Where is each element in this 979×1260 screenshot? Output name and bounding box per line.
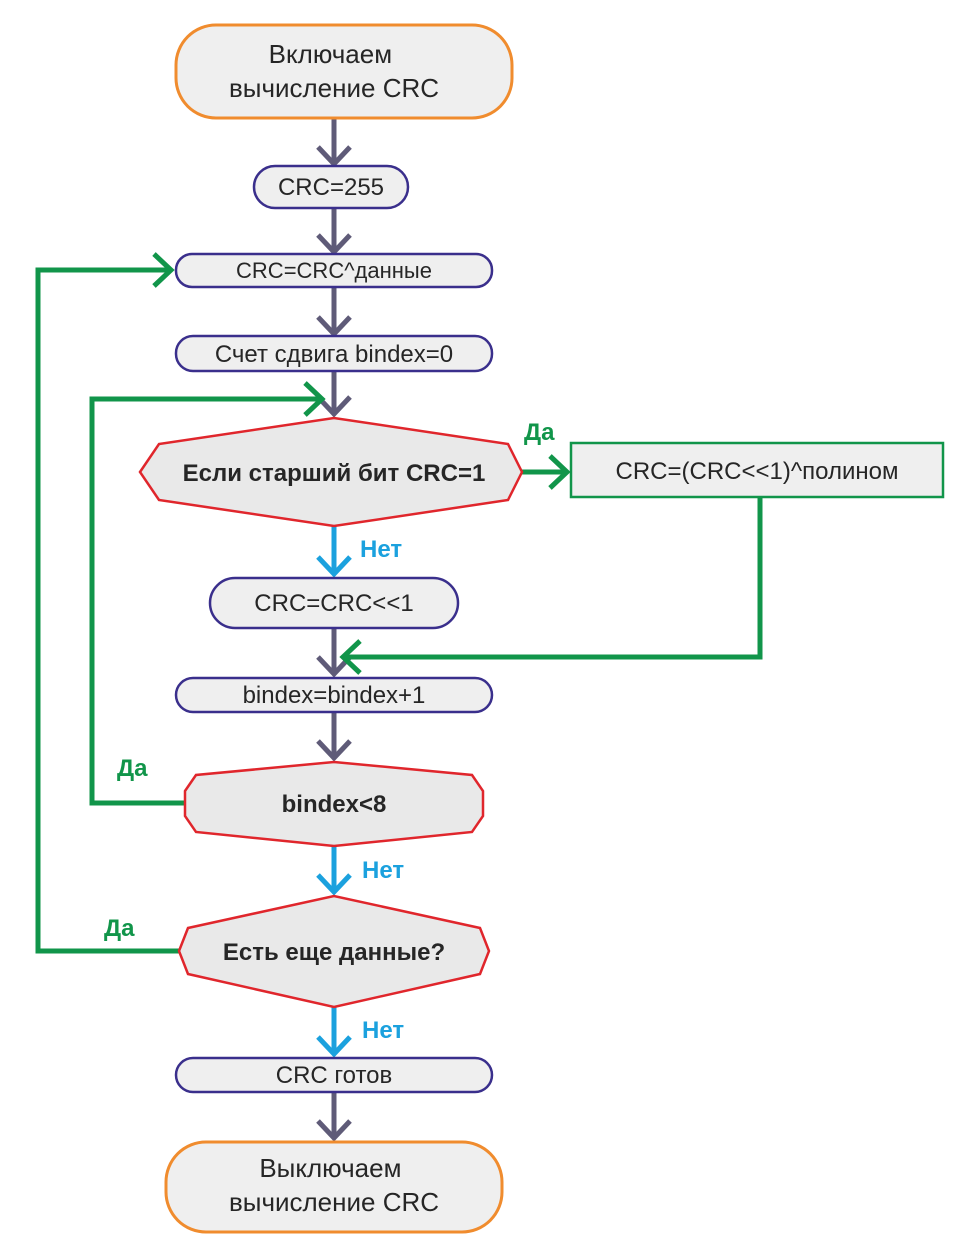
arrow-init-to-xor <box>316 208 352 256</box>
arrow-yes-more-data-loop <box>35 252 179 954</box>
arrow-no-msb <box>316 526 352 578</box>
yes-more-data-label: Да <box>104 915 135 942</box>
start-label: Включаем вычисление CRC <box>229 39 439 103</box>
check-msb-decision: Если старший бит CRC=1 <box>138 416 524 528</box>
arrow-start-to-init <box>316 118 352 168</box>
main-flow-arrows <box>316 118 352 1142</box>
shift-only-label: CRC=CRC<<1 <box>254 590 413 617</box>
crc-ready-process: CRC готов <box>174 1056 494 1094</box>
arrow-poly-return <box>339 497 763 675</box>
arrow-no-bindex <box>316 846 352 896</box>
yes-msb-label: Да <box>524 419 555 446</box>
check-more-data-decision: Есть еще данные? <box>177 894 491 1009</box>
init-bindex-label: Счет сдвига bindex=0 <box>215 341 453 368</box>
xor-data-label: CRC=CRC^данные <box>236 258 432 283</box>
init-bindex-process: Счет сдвига bindex=0 <box>174 334 494 373</box>
init-crc-label: CRC=255 <box>278 174 384 201</box>
check-more-data-label: Есть еще данные? <box>223 939 445 966</box>
arrow-no-more-data <box>316 1007 352 1058</box>
start-label-line-2: вычисление CRC <box>229 73 439 103</box>
end-label-line-1: Выключаем <box>259 1153 401 1183</box>
arrow-ready-to-end <box>316 1092 352 1142</box>
arrow-increment-to-bindex-check <box>316 712 352 762</box>
start-terminal: Включаем вычисление CRC <box>174 23 514 120</box>
arrow-bindex-init-to-decision <box>316 371 352 418</box>
yes-branch-arrows <box>35 252 763 954</box>
no-bindex-label: Нет <box>362 857 404 884</box>
increment-bindex-process: bindex=bindex+1 <box>174 676 494 714</box>
xor-data-process: CRC=CRC^данные <box>174 252 494 289</box>
crc-ready-label: CRC готов <box>276 1062 393 1089</box>
no-branch-arrows <box>316 526 352 1058</box>
check-bindex-decision: bindex<8 <box>183 760 485 848</box>
start-label-line-1: Включаем <box>269 39 392 69</box>
shift-xor-poly-label: CRC=(CRC<<1)^полином <box>616 458 899 485</box>
check-msb-label: Если старший бит CRC=1 <box>183 460 486 487</box>
arrow-yes-bindex-loop <box>89 381 326 806</box>
end-label-line-2: вычисление CRC <box>229 1187 439 1217</box>
no-more-data-label: Нет <box>362 1017 404 1044</box>
increment-bindex-label: bindex=bindex+1 <box>243 682 426 709</box>
no-msb-label: Нет <box>360 536 402 563</box>
arrow-yes-msb <box>522 454 571 490</box>
arrow-xor-to-bindex-init <box>316 287 352 338</box>
shift-only-process: CRC=CRC<<1 <box>208 576 460 630</box>
shift-xor-poly-process: CRC=(CRC<<1)^полином <box>569 441 945 499</box>
init-crc-process: CRC=255 <box>252 164 410 210</box>
end-terminal: Выключаем вычисление CRC <box>164 1140 504 1234</box>
yes-bindex-label: Да <box>117 755 148 782</box>
arrow-shift-to-increment <box>316 628 352 678</box>
end-label: Выключаем вычисление CRC <box>229 1153 439 1217</box>
check-bindex-label: bindex<8 <box>282 791 387 818</box>
